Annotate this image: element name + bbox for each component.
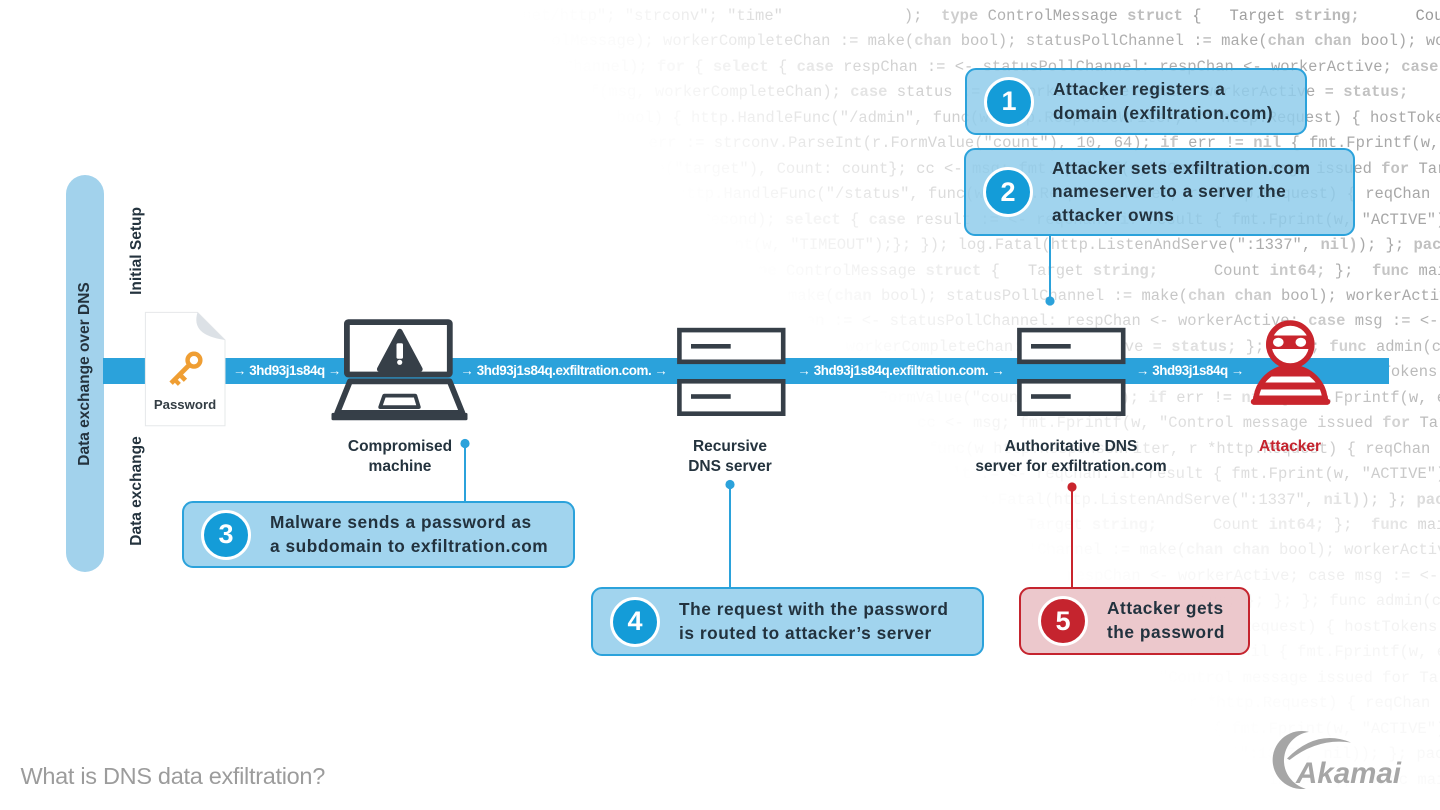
svg-text:Akamai: Akamai bbox=[1295, 757, 1402, 790]
